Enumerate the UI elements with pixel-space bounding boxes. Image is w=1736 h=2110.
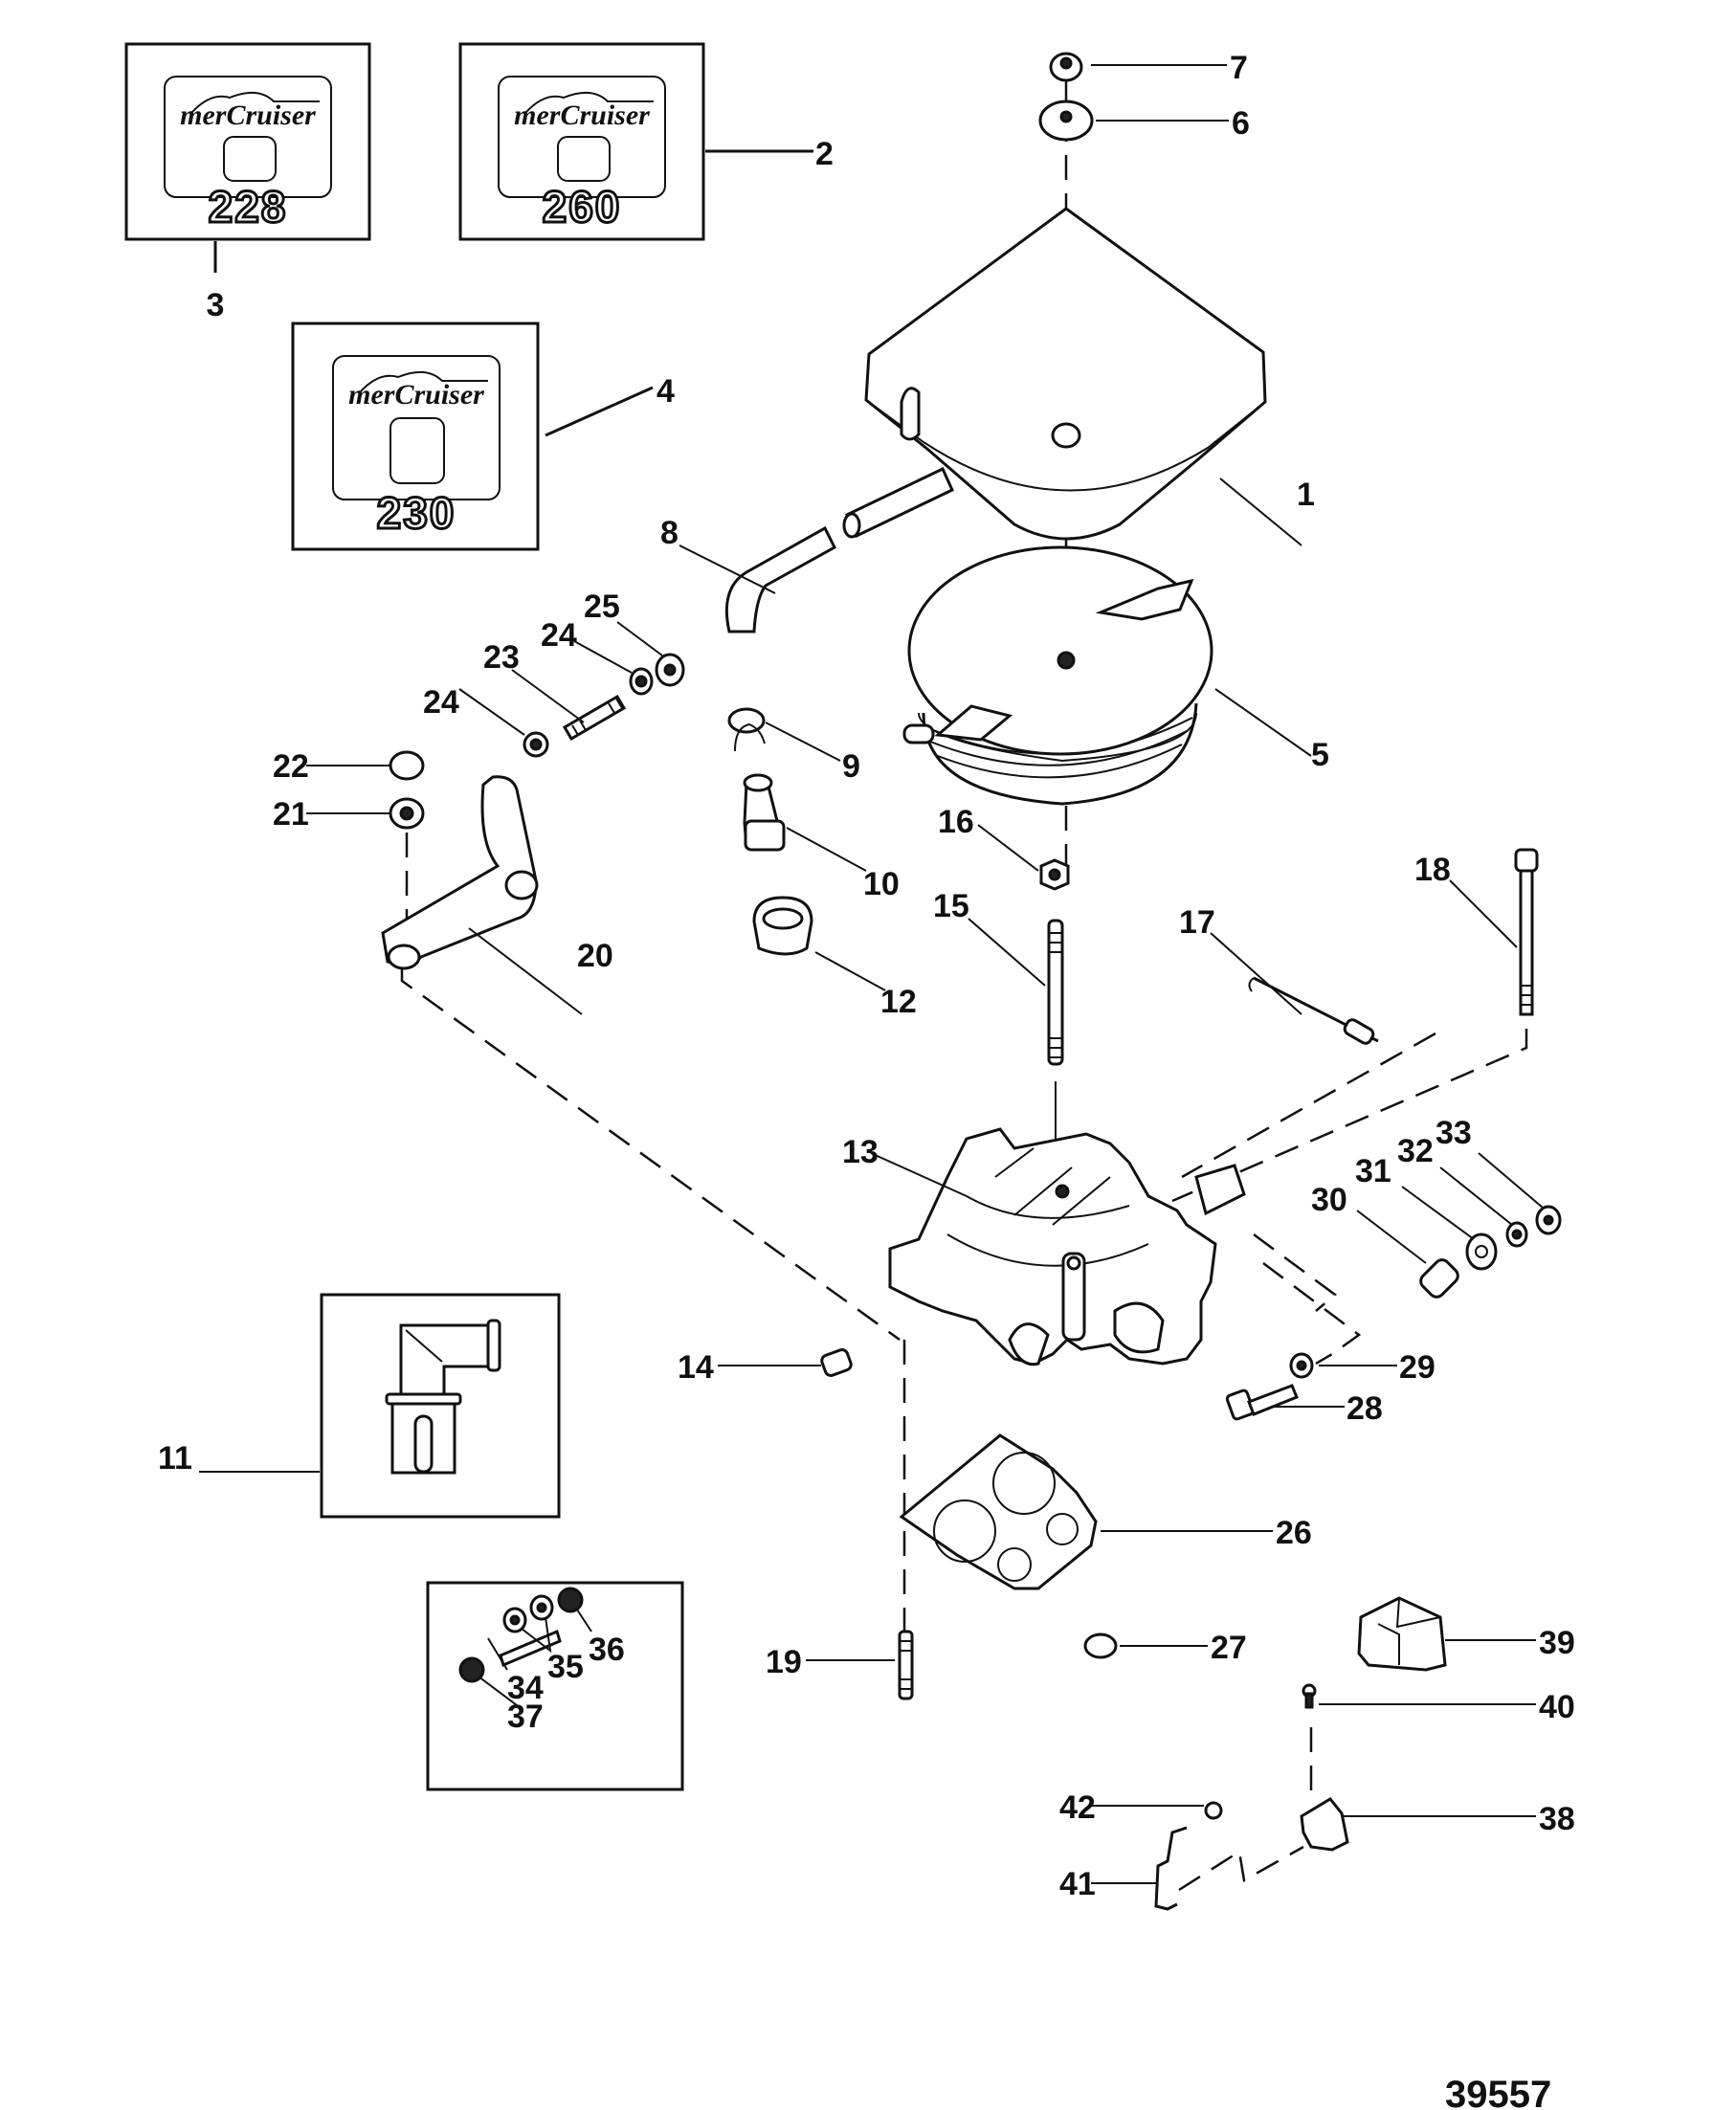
decal-brand-text: merCruiser [348, 379, 484, 411]
part-40-screw: 40 [1302, 1683, 1575, 1794]
callout-21: 21 [273, 796, 309, 833]
callout-34: 34 [507, 1670, 544, 1706]
part-13-carburetor: 13 [842, 1127, 1246, 1366]
callout-19: 19 [766, 1644, 802, 1680]
alignment-line [1181, 1032, 1436, 1179]
callout-39: 39 [1539, 1625, 1575, 1661]
decal-model-text: 260 [543, 182, 622, 232]
callout-36: 36 [589, 1632, 625, 1668]
callout-17: 17 [1179, 904, 1215, 941]
callout-41: 41 [1059, 1866, 1096, 1902]
callout-20: 20 [577, 938, 613, 974]
alignment-line [1171, 1029, 1528, 1203]
part-22-nut: 22 [273, 748, 425, 785]
part-28-bolt: 28 [1225, 1384, 1383, 1427]
callout-6: 6 [1232, 105, 1250, 142]
part-36-nut: 36 [557, 1587, 625, 1668]
callout-10: 10 [863, 866, 900, 902]
part-35-washers: 35 [502, 1594, 584, 1685]
callout-24a: 24 [423, 684, 459, 721]
callout-38: 38 [1539, 1801, 1575, 1837]
callout-18: 18 [1414, 852, 1451, 888]
callout-4: 4 [657, 373, 675, 410]
callout-13: 13 [842, 1134, 879, 1170]
callout-31: 31 [1355, 1153, 1391, 1189]
part-23-stud: 23 [483, 639, 627, 742]
part-14-fitting: 14 [678, 1348, 853, 1386]
callout-3: 3 [207, 287, 225, 323]
callout-16: 16 [938, 804, 974, 840]
callout-28: 28 [1347, 1390, 1383, 1427]
part-29-washer: 29 [1289, 1349, 1436, 1386]
callout-14: 14 [678, 1349, 714, 1386]
callout-8: 8 [660, 515, 679, 551]
part-11-elbow-inset: 11 [158, 1293, 561, 1519]
part-5-flame-arrestor: 5 [902, 545, 1329, 806]
part-27-plug: 27 [1083, 1630, 1247, 1666]
part-12-grommet: 12 [752, 896, 917, 1020]
part-34-stud: 34 [487, 1629, 562, 1706]
callout-40: 40 [1539, 1689, 1575, 1725]
callout-30: 30 [1311, 1182, 1347, 1218]
part-25-nut: 25 [584, 589, 685, 687]
part-32-washer: 32 [1397, 1133, 1528, 1248]
callout-1: 1 [1297, 477, 1315, 513]
part-stud-kit-inset: 37 34 35 36 [426, 1581, 684, 1791]
alignment-line [400, 968, 901, 1342]
part-18-bolt: 18 [1414, 848, 1539, 1016]
part-33-nut: 33 [1436, 1115, 1562, 1235]
part-17-rod: 17 [1179, 904, 1379, 1045]
callout-25: 25 [584, 589, 620, 625]
figure-number: 39557 [1445, 2074, 1551, 2110]
part-19-stud: 19 [766, 1630, 914, 1700]
callout-22: 22 [273, 748, 309, 785]
callout-32: 32 [1397, 1133, 1434, 1169]
part-39-cover: 39 [1357, 1596, 1575, 1672]
part-24-washer: 24 [541, 617, 654, 696]
part-31-bushing: 31 [1355, 1153, 1498, 1271]
callout-7: 7 [1230, 50, 1248, 86]
decal-brand-text: merCruiser [180, 100, 316, 131]
callout-33: 33 [1436, 1115, 1472, 1151]
part-42-nut: 42 [1059, 1789, 1223, 1826]
part-20-bracket: 20 [381, 775, 613, 1015]
callout-11: 11 [158, 1440, 192, 1477]
callout-23: 23 [483, 639, 520, 676]
part-21-washer: 21 [273, 796, 425, 919]
part-1-air-cleaner-cover: 1 [864, 207, 1315, 546]
part-16-nut: 16 [938, 804, 1070, 891]
part-10-valve: 10 [743, 773, 900, 902]
callout-42: 42 [1059, 1789, 1096, 1826]
part-37-nut: 37 [458, 1656, 544, 1735]
callout-27: 27 [1211, 1630, 1247, 1666]
decal-brand-text: merCruiser [514, 100, 650, 131]
part-8-hose: 8 [660, 466, 954, 633]
callout-29: 29 [1399, 1349, 1436, 1386]
decal-260: merCruiser 260 2 [458, 42, 834, 241]
part-24-washer: 24 [423, 684, 549, 758]
part-9-clamp: 9 [727, 707, 860, 785]
callout-2: 2 [815, 136, 834, 172]
part-30-spacer: 30 [1311, 1182, 1459, 1299]
alignment-line [1253, 1233, 1362, 1366]
callout-12: 12 [880, 984, 917, 1020]
decal-model-text: 230 [377, 488, 456, 538]
callout-26: 26 [1276, 1515, 1312, 1551]
part-26-gasket: 26 [899, 1433, 1312, 1590]
callout-37: 37 [507, 1699, 544, 1735]
callout-9: 9 [842, 748, 860, 785]
callout-15: 15 [933, 888, 969, 924]
callout-5: 5 [1311, 737, 1329, 773]
part-7-nut: 7 [1049, 50, 1248, 86]
decal-model-text: 228 [209, 182, 288, 232]
decal-228: merCruiser 228 3 [124, 42, 371, 323]
callout-24b: 24 [541, 617, 577, 654]
part-38-bracket: 38 [1300, 1797, 1575, 1852]
part-41-clip: 41 [1059, 1826, 1304, 1911]
decal-230: merCruiser 230 4 [291, 322, 675, 551]
callout-35: 35 [547, 1649, 584, 1685]
part-15-stud: 15 [933, 888, 1064, 1139]
part-6-washer: 6 [1038, 100, 1250, 142]
